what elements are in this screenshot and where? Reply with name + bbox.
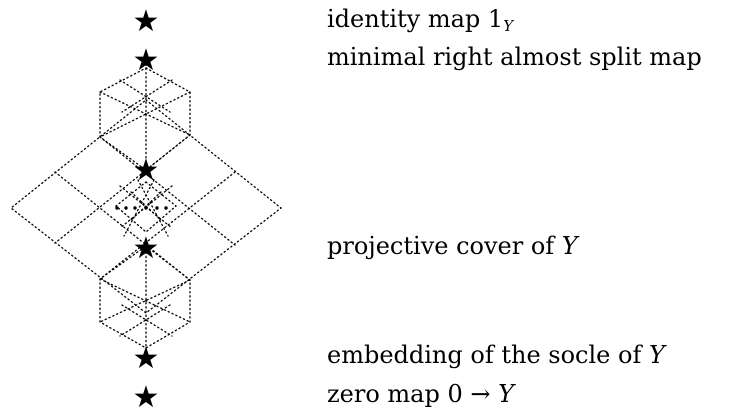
label-socle-embedding-math: Y (648, 341, 665, 369)
ellipsis-dot (164, 206, 168, 210)
lower-hex-inner (99, 279, 191, 323)
lower-hex-inner (121, 304, 173, 337)
upper-hex-inner (121, 79, 173, 113)
label-projective-cover: projective cover of Y (327, 232, 578, 260)
ellipsis-dot (115, 206, 119, 210)
mesh-line (99, 136, 236, 246)
label-projective-cover-text: projective cover of (327, 232, 562, 260)
star-zero-map: ★ (133, 380, 160, 414)
label-zero-map: zero map 0 → Y (327, 380, 514, 408)
label-socle-embedding-text: embedding of the socle of (327, 341, 649, 369)
label-socle-embedding: embedding of the socle of Y (327, 341, 665, 369)
label-identity-text: identity map 1 (327, 5, 504, 33)
label-zero-map-text: zero map 0 → (327, 380, 499, 408)
ellipsis-dot (124, 206, 128, 210)
ellipsis-dot (155, 206, 159, 210)
star-upper-center: ★ (133, 153, 160, 188)
central-mesh-line (123, 179, 155, 237)
star-identity: ★ (133, 4, 160, 39)
ellipsis-dots (115, 206, 168, 210)
star-socle-embedding: ★ (133, 341, 160, 376)
label-minimal-right-almost-split: minimal right almost split map (327, 43, 702, 71)
star-markers: ★ ★ ★ ★ ★ ★ (133, 4, 160, 414)
upper-hex-inner (99, 91, 191, 138)
upper-hex-inner (119, 79, 171, 113)
label-projective-cover-math: Y (561, 232, 578, 260)
ellipsis-dot (133, 206, 137, 210)
central-mesh (114, 181, 178, 233)
mesh-line (99, 171, 236, 280)
label-identity-sub: Y (503, 17, 514, 35)
ellipsis-dot (144, 206, 148, 210)
lower-hex-inner (119, 304, 171, 337)
lower-hex-inner (99, 278, 191, 323)
label-identity-map: identity map 1Y (327, 5, 514, 35)
label-zero-map-math: Y (498, 380, 514, 408)
upper-hex-inner (99, 91, 191, 136)
star-projective-cover: ★ (133, 231, 160, 266)
star-minimal-right-almost-split: ★ (133, 43, 160, 78)
label-minimal-right-almost-split-text: minimal right almost split map (327, 43, 702, 71)
